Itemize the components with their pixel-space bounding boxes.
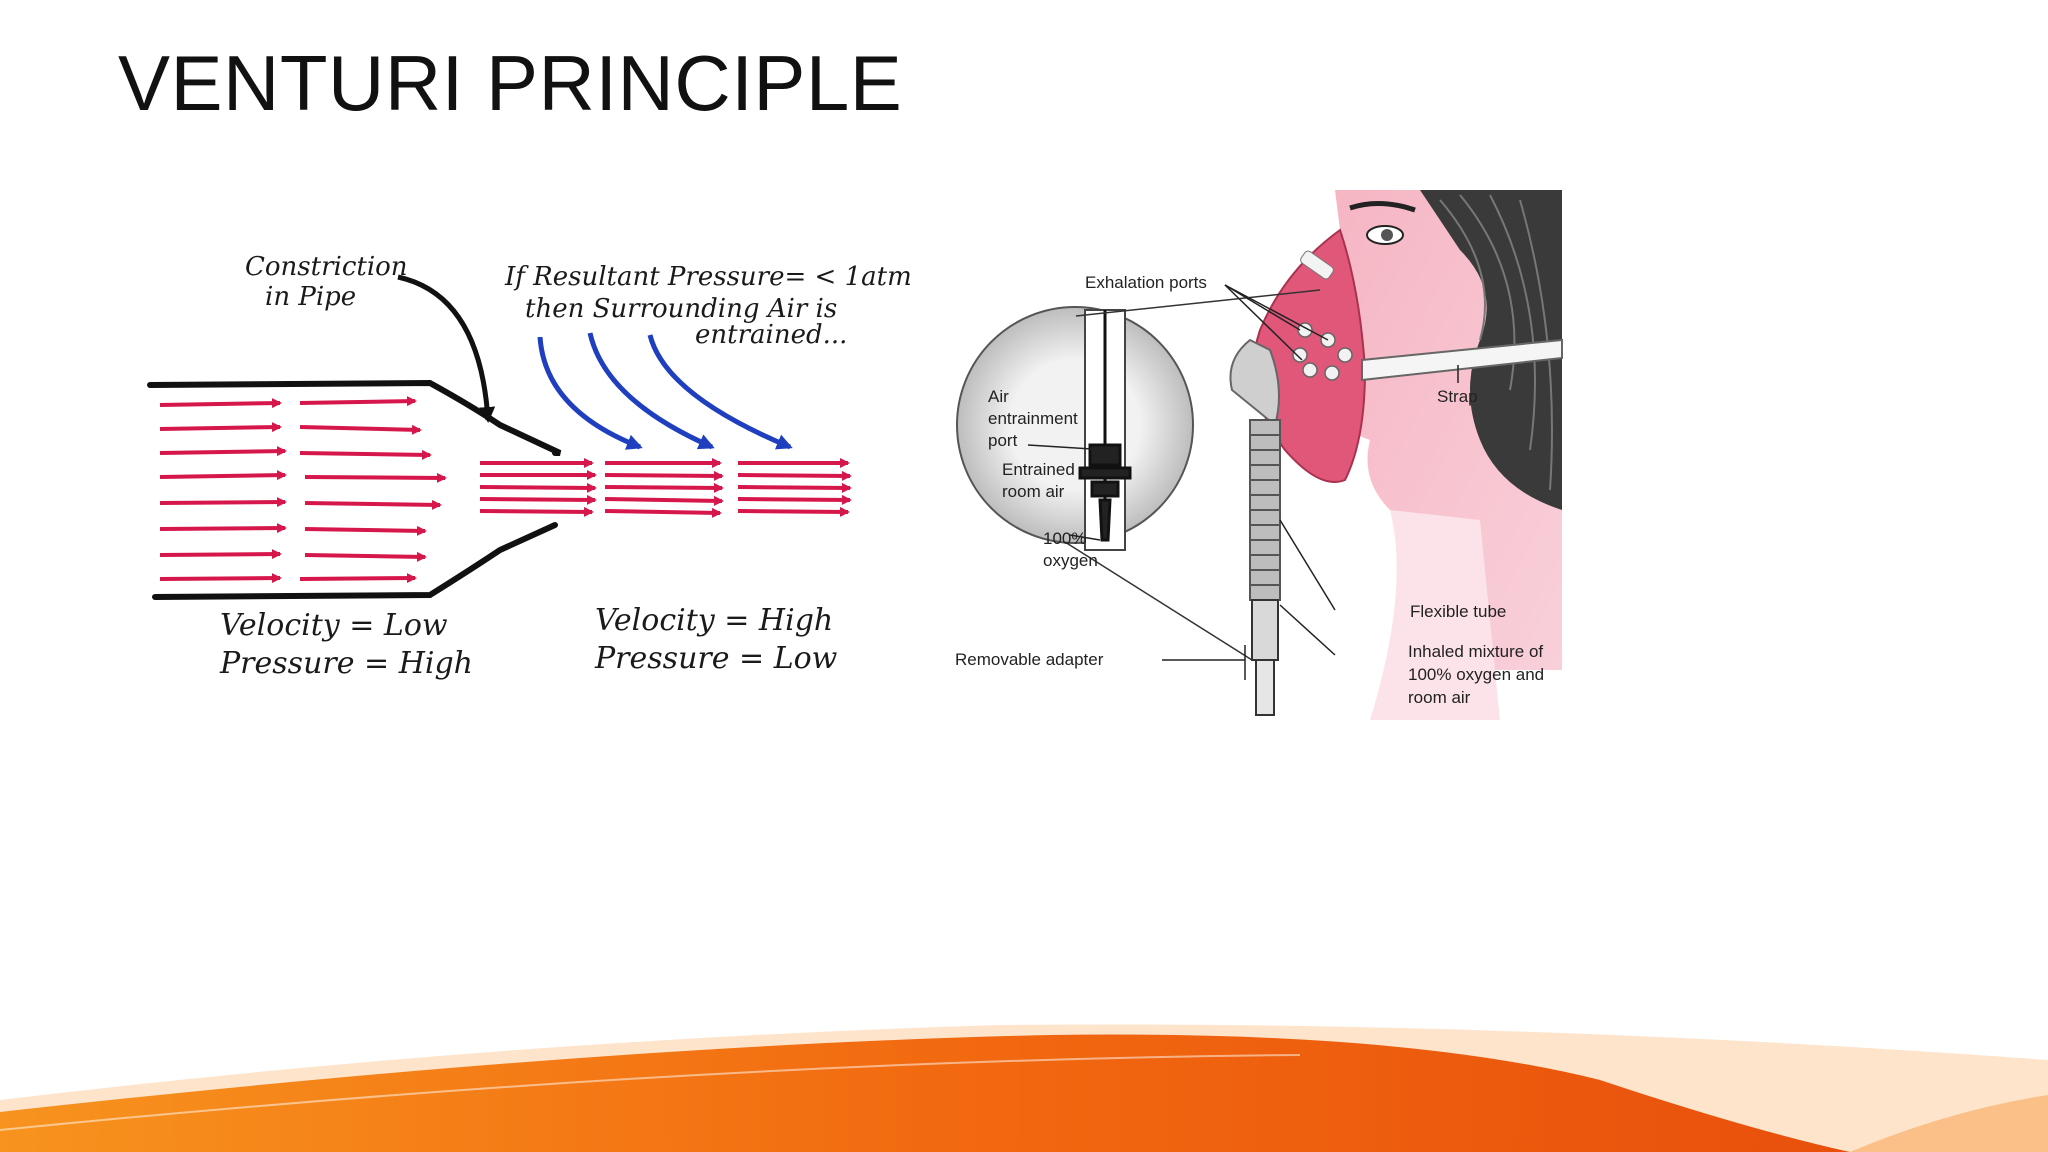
label-oxygen-2: oxygen (1043, 551, 1098, 570)
wide-velocity-label: Velocity = Low (220, 608, 448, 643)
exhalation-port-holes (1292, 322, 1353, 381)
slide-title: VENTURI PRINCIPLE (118, 39, 903, 127)
entrained-air-arrows (537, 332, 793, 450)
wide-section-flow-arrows (159, 396, 447, 584)
label-air-entrainment-2: entrainment (988, 409, 1078, 428)
entrain-label-2: then Surrounding Air is (525, 294, 837, 324)
label-entrained-2: room air (1002, 482, 1065, 501)
venturi-mask-illustration: Exhalation ports Strap Air entrainment p… (955, 190, 1563, 720)
mask-nose-clip (1300, 250, 1334, 280)
entrain-label-3: entrained... (695, 320, 847, 350)
narrow-pressure-label: Pressure = Low (594, 641, 838, 676)
label-inhaled-1: Inhaled mixture of (1408, 642, 1543, 661)
label-oxygen-1: 100% (1043, 529, 1086, 548)
oxygen-inlet-nozzle (1255, 659, 1275, 716)
mask-connector (1229, 338, 1280, 427)
eyebrow (1349, 200, 1416, 213)
adapter-detail-circle (956, 306, 1194, 544)
oxygen-mask (1252, 228, 1367, 483)
label-flexible-tube: Flexible tube (1410, 602, 1506, 621)
label-strap: Strap (1437, 387, 1478, 406)
tube-ribs (1250, 434, 1280, 586)
label-inhaled-2: 100% oxygen and (1408, 665, 1544, 684)
venturi-tube-diagram: Constriction in Pipe If Resultant Pressu… (147, 252, 912, 681)
constriction-label: Constriction (245, 252, 408, 282)
label-removable-adapter: Removable adapter (955, 650, 1104, 669)
constriction-label-2: in Pipe (265, 282, 356, 312)
callout-leaders (1027, 284, 1459, 680)
label-entrained-1: Entrained (1002, 460, 1075, 479)
pipe-bottom-wall (152, 522, 558, 600)
label-air-entrainment-3: port (988, 431, 1018, 450)
pipe-top-wall (147, 379, 562, 456)
mask-strap (1361, 338, 1563, 382)
label-exhalation-ports: Exhalation ports (1085, 273, 1207, 292)
label-air-entrainment-1: Air (988, 387, 1009, 406)
wide-pressure-label: Pressure = High (219, 646, 473, 681)
iris (1381, 229, 1393, 241)
removable-adapter-part (1251, 599, 1279, 661)
narrow-section-flow-arrows (479, 458, 852, 518)
constriction-pointer-arrow (397, 274, 496, 423)
footer-wave-decoration (0, 1024, 2048, 1152)
label-inhaled-3: room air (1408, 688, 1471, 707)
neck (1370, 510, 1500, 720)
entrain-label-1: If Resultant Pressure= < 1atm (504, 262, 912, 292)
narrow-velocity-label: Velocity = High (595, 603, 833, 638)
